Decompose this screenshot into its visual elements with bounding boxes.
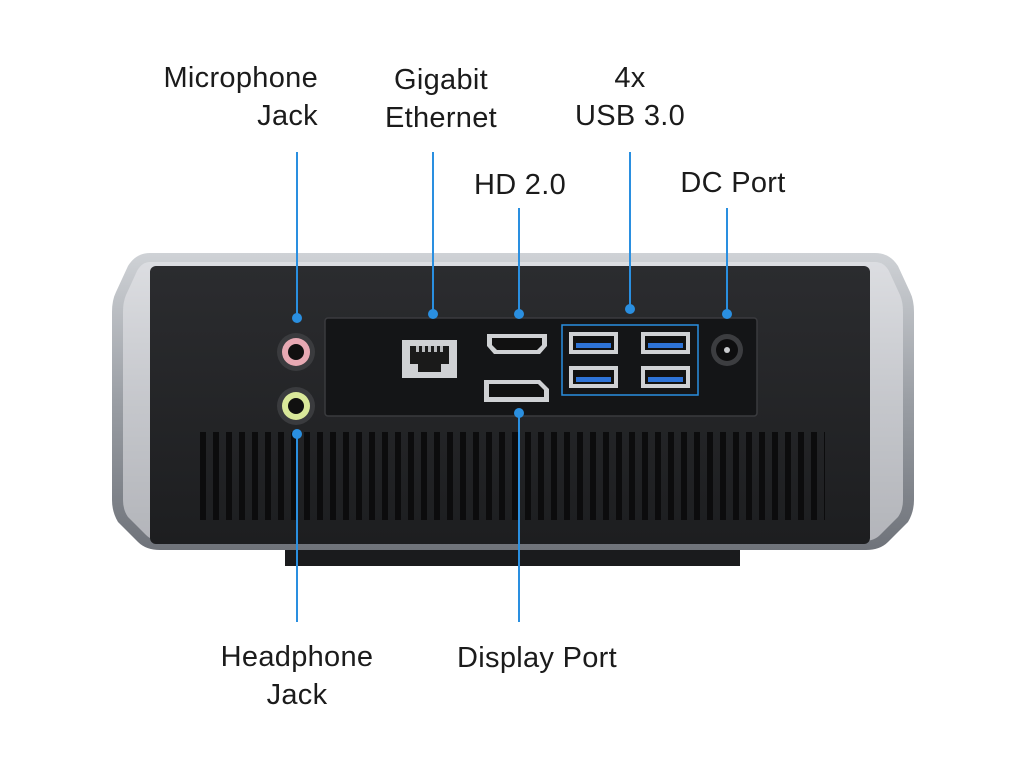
hdmi-label: HD 2.0 bbox=[473, 169, 567, 201]
headphone-jack-port bbox=[277, 387, 315, 425]
gigabit-ethernet-label: Gigabit Ethernet bbox=[384, 64, 498, 134]
microphone-jack-label: Microphone Jack bbox=[163, 62, 318, 132]
vent-grille bbox=[200, 432, 825, 520]
usb-dot bbox=[625, 304, 635, 314]
dc-port bbox=[711, 334, 743, 366]
usb-port bbox=[641, 366, 690, 388]
display-port-label: Display Port bbox=[457, 642, 617, 674]
usb-label: 4x USB 3.0 bbox=[574, 62, 686, 132]
usb-group-highlight bbox=[561, 324, 699, 396]
device-foot bbox=[285, 548, 740, 566]
microphone-jack-port bbox=[277, 333, 315, 371]
displayport-dot bbox=[514, 408, 524, 418]
dc-port-dot bbox=[722, 309, 732, 319]
usb-port bbox=[569, 332, 618, 354]
ethernet-dot bbox=[428, 309, 438, 319]
headphone-jack-label: Headphone Jack bbox=[220, 641, 374, 711]
headphone-jack-dot bbox=[292, 429, 302, 439]
hdmi-dot bbox=[514, 309, 524, 319]
displayport-port bbox=[484, 380, 549, 402]
ethernet-port bbox=[402, 340, 457, 378]
microphone-jack-dot bbox=[292, 313, 302, 323]
usb-port bbox=[569, 366, 618, 388]
usb-port bbox=[641, 332, 690, 354]
dc-port-label: DC Port bbox=[680, 167, 786, 199]
hdmi-port bbox=[487, 334, 547, 354]
